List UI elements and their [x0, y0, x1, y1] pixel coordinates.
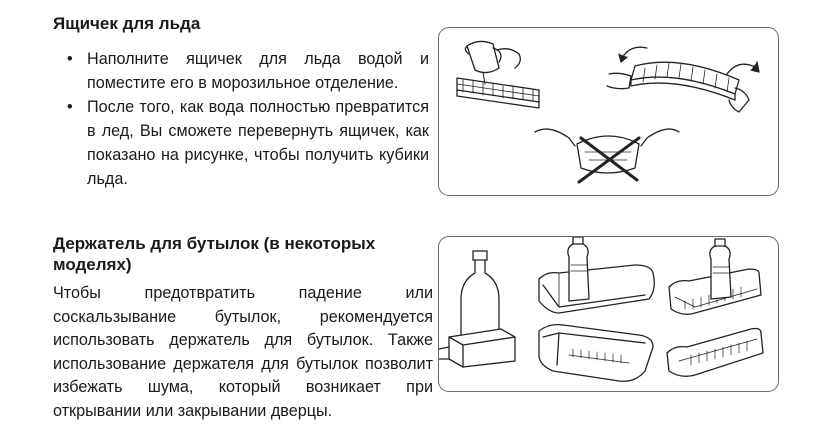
- ice-tray-instructions-list: Наполните ящичек для льда водой и помест…: [67, 47, 429, 191]
- empty-door-bin-icon: [538, 323, 654, 382]
- wrong-method-icon: [534, 128, 680, 174]
- door-bin-bottle-icon: [668, 238, 762, 315]
- filling-tray-icon: [456, 40, 540, 109]
- bottle-in-holder-icon: [439, 250, 516, 368]
- section-heading-bottle-holder: Держатель для бутылок (в некоторых модел…: [53, 234, 376, 274]
- bottle-holder-drawing: [439, 237, 764, 382]
- ice-tray-drawing: [456, 40, 760, 184]
- section-heading-ice-tray: Ящичек для льда: [53, 14, 201, 33]
- cross-mark-icon: [577, 136, 641, 184]
- empty-door-bin-icon: [666, 327, 764, 377]
- door-bin-bottle-icon: [538, 237, 655, 314]
- bottle-holder-illustration: [438, 236, 779, 392]
- instruction-bullet: Наполните ящичек для льда водой и помест…: [67, 47, 429, 95]
- bottle-holder-paragraph: Чтобы предотвратить падение или соскальз…: [53, 284, 433, 420]
- twisting-tray-icon: [606, 46, 760, 113]
- instruction-bullet: После того, как вода полностью превратит…: [67, 95, 429, 191]
- ice-tray-illustration: [438, 27, 779, 196]
